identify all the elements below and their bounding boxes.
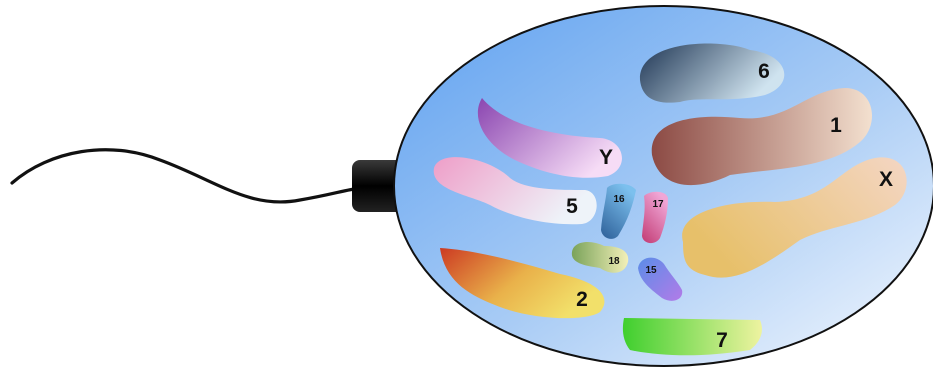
- plug-connector: [352, 160, 404, 212]
- chromosome-17: 17: [642, 191, 668, 244]
- chromosome-label-2: 2: [576, 288, 588, 311]
- chromosome-y: Y: [477, 98, 622, 178]
- chromosome-2: 2: [440, 248, 605, 319]
- cable: [10, 148, 362, 204]
- chromosome-label-15: 15: [645, 265, 657, 276]
- chromosome-label-1: 1: [830, 114, 842, 137]
- chromosome-7: 7: [622, 318, 762, 356]
- chromosome-1: 1: [651, 88, 872, 186]
- chromosome-6: 6: [639, 43, 785, 103]
- chromosome-label-y: Y: [599, 146, 613, 169]
- chromosome-label-x: X: [879, 168, 893, 191]
- chromosome-5: 5: [433, 157, 597, 225]
- chromosome-label-18: 18: [608, 256, 620, 267]
- chromosome-label-16: 16: [613, 194, 625, 205]
- chromosome-label-6: 6: [758, 60, 770, 83]
- chromosome-label-17: 17: [652, 199, 664, 210]
- chromosome-label-5: 5: [566, 195, 578, 218]
- chromosome-x: X: [682, 157, 907, 278]
- chromosome-label-7: 7: [716, 329, 728, 352]
- chromosome-16: 16: [601, 183, 636, 239]
- chromosome-15: 15: [638, 257, 683, 301]
- chromosome-18: 18: [571, 242, 629, 273]
